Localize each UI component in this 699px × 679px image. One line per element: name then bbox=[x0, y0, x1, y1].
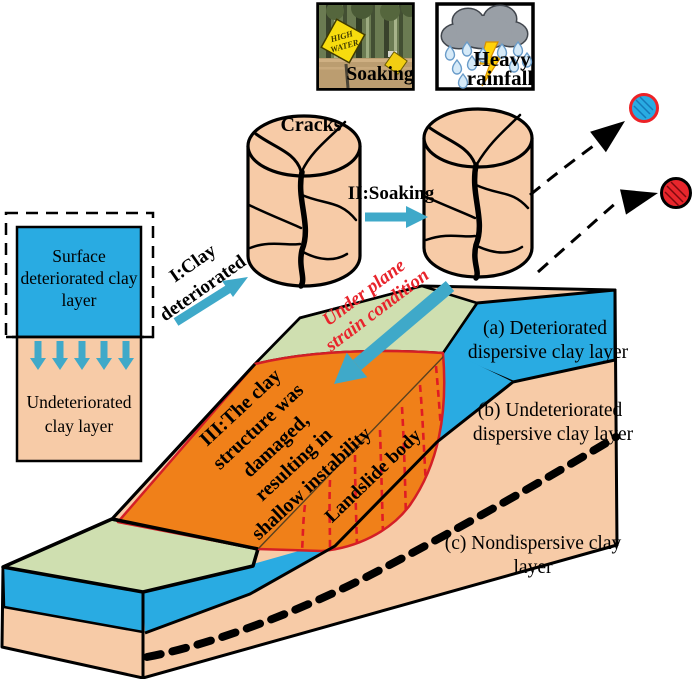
undispersed-particle-red bbox=[660, 177, 692, 209]
forest-scene bbox=[319, 5, 412, 88]
layer-a-label-line1: (a) Deteriorated bbox=[483, 318, 607, 339]
blue-particle-hatch bbox=[633, 96, 654, 119]
plane-strain-arrow bbox=[334, 281, 455, 384]
step2-arrow bbox=[365, 206, 428, 228]
rainfall-image: Heavy rainfall bbox=[435, 2, 535, 91]
surface-box-label-line2: deteriorated clay bbox=[20, 268, 137, 288]
soaking-photo: HIGH WATER Soaking bbox=[316, 2, 415, 91]
layer-c-label-line2: layer bbox=[514, 557, 553, 578]
rainfall-caption-line1: Heavy bbox=[473, 47, 531, 71]
rainfall-caption-line2: rainfall bbox=[467, 66, 534, 90]
arrowhead-lower bbox=[620, 189, 658, 215]
arrowhead-upper bbox=[590, 121, 625, 153]
arrow-dashed-lower bbox=[537, 200, 618, 274]
step1-group: I:Clay deteriorated bbox=[156, 240, 251, 326]
soaking-caption: Soaking bbox=[346, 64, 413, 85]
slope-blue-band bbox=[143, 348, 513, 633]
blue-band-outer-edge bbox=[144, 380, 514, 635]
arrow-dashed-upper bbox=[529, 142, 597, 197]
layer-b-label-line2: dispersive clay layer bbox=[473, 424, 634, 445]
undeteriorated-box-label-line1: Undeteriorated bbox=[27, 392, 132, 412]
clay-layers-box: Surface deteriorated clay layer Undeteri… bbox=[4, 211, 155, 463]
bench-back-edge bbox=[111, 517, 259, 551]
clay-cylinder-right bbox=[422, 107, 534, 281]
high-water-sign: HIGH WATER bbox=[320, 18, 366, 64]
cracks-label: Cracks bbox=[280, 114, 341, 136]
layer-c-label-line1: (c) Nondispersive clay bbox=[445, 533, 622, 554]
red-particle-hatch bbox=[664, 181, 687, 207]
step2-label: II:Soaking bbox=[348, 183, 435, 204]
step1-arrow bbox=[173, 277, 248, 326]
orange-crease-line bbox=[257, 354, 445, 550]
layer-b-label-line1: (b) Undeteriorated bbox=[478, 400, 623, 421]
surface-box-label-line3: layer bbox=[62, 290, 97, 310]
layer-a-label-line2: dispersive clay layer bbox=[468, 342, 629, 363]
surface-box-label-line1: Surface bbox=[52, 246, 106, 266]
step2-group: II:Soaking bbox=[348, 183, 435, 228]
infiltration-arrows bbox=[30, 341, 134, 370]
surface-deteriorated-box bbox=[15, 225, 143, 339]
slope-block bbox=[0, 284, 620, 679]
clay-cylinder-left: Cracks bbox=[246, 114, 362, 289]
upper-left-slope-edge bbox=[110, 362, 257, 521]
undeteriorated-box-label-line2: clay layer bbox=[45, 416, 114, 436]
raindrops bbox=[444, 40, 533, 89]
nondispersive-boundary-dashed bbox=[143, 433, 620, 661]
dispersion-arrows bbox=[529, 93, 692, 274]
